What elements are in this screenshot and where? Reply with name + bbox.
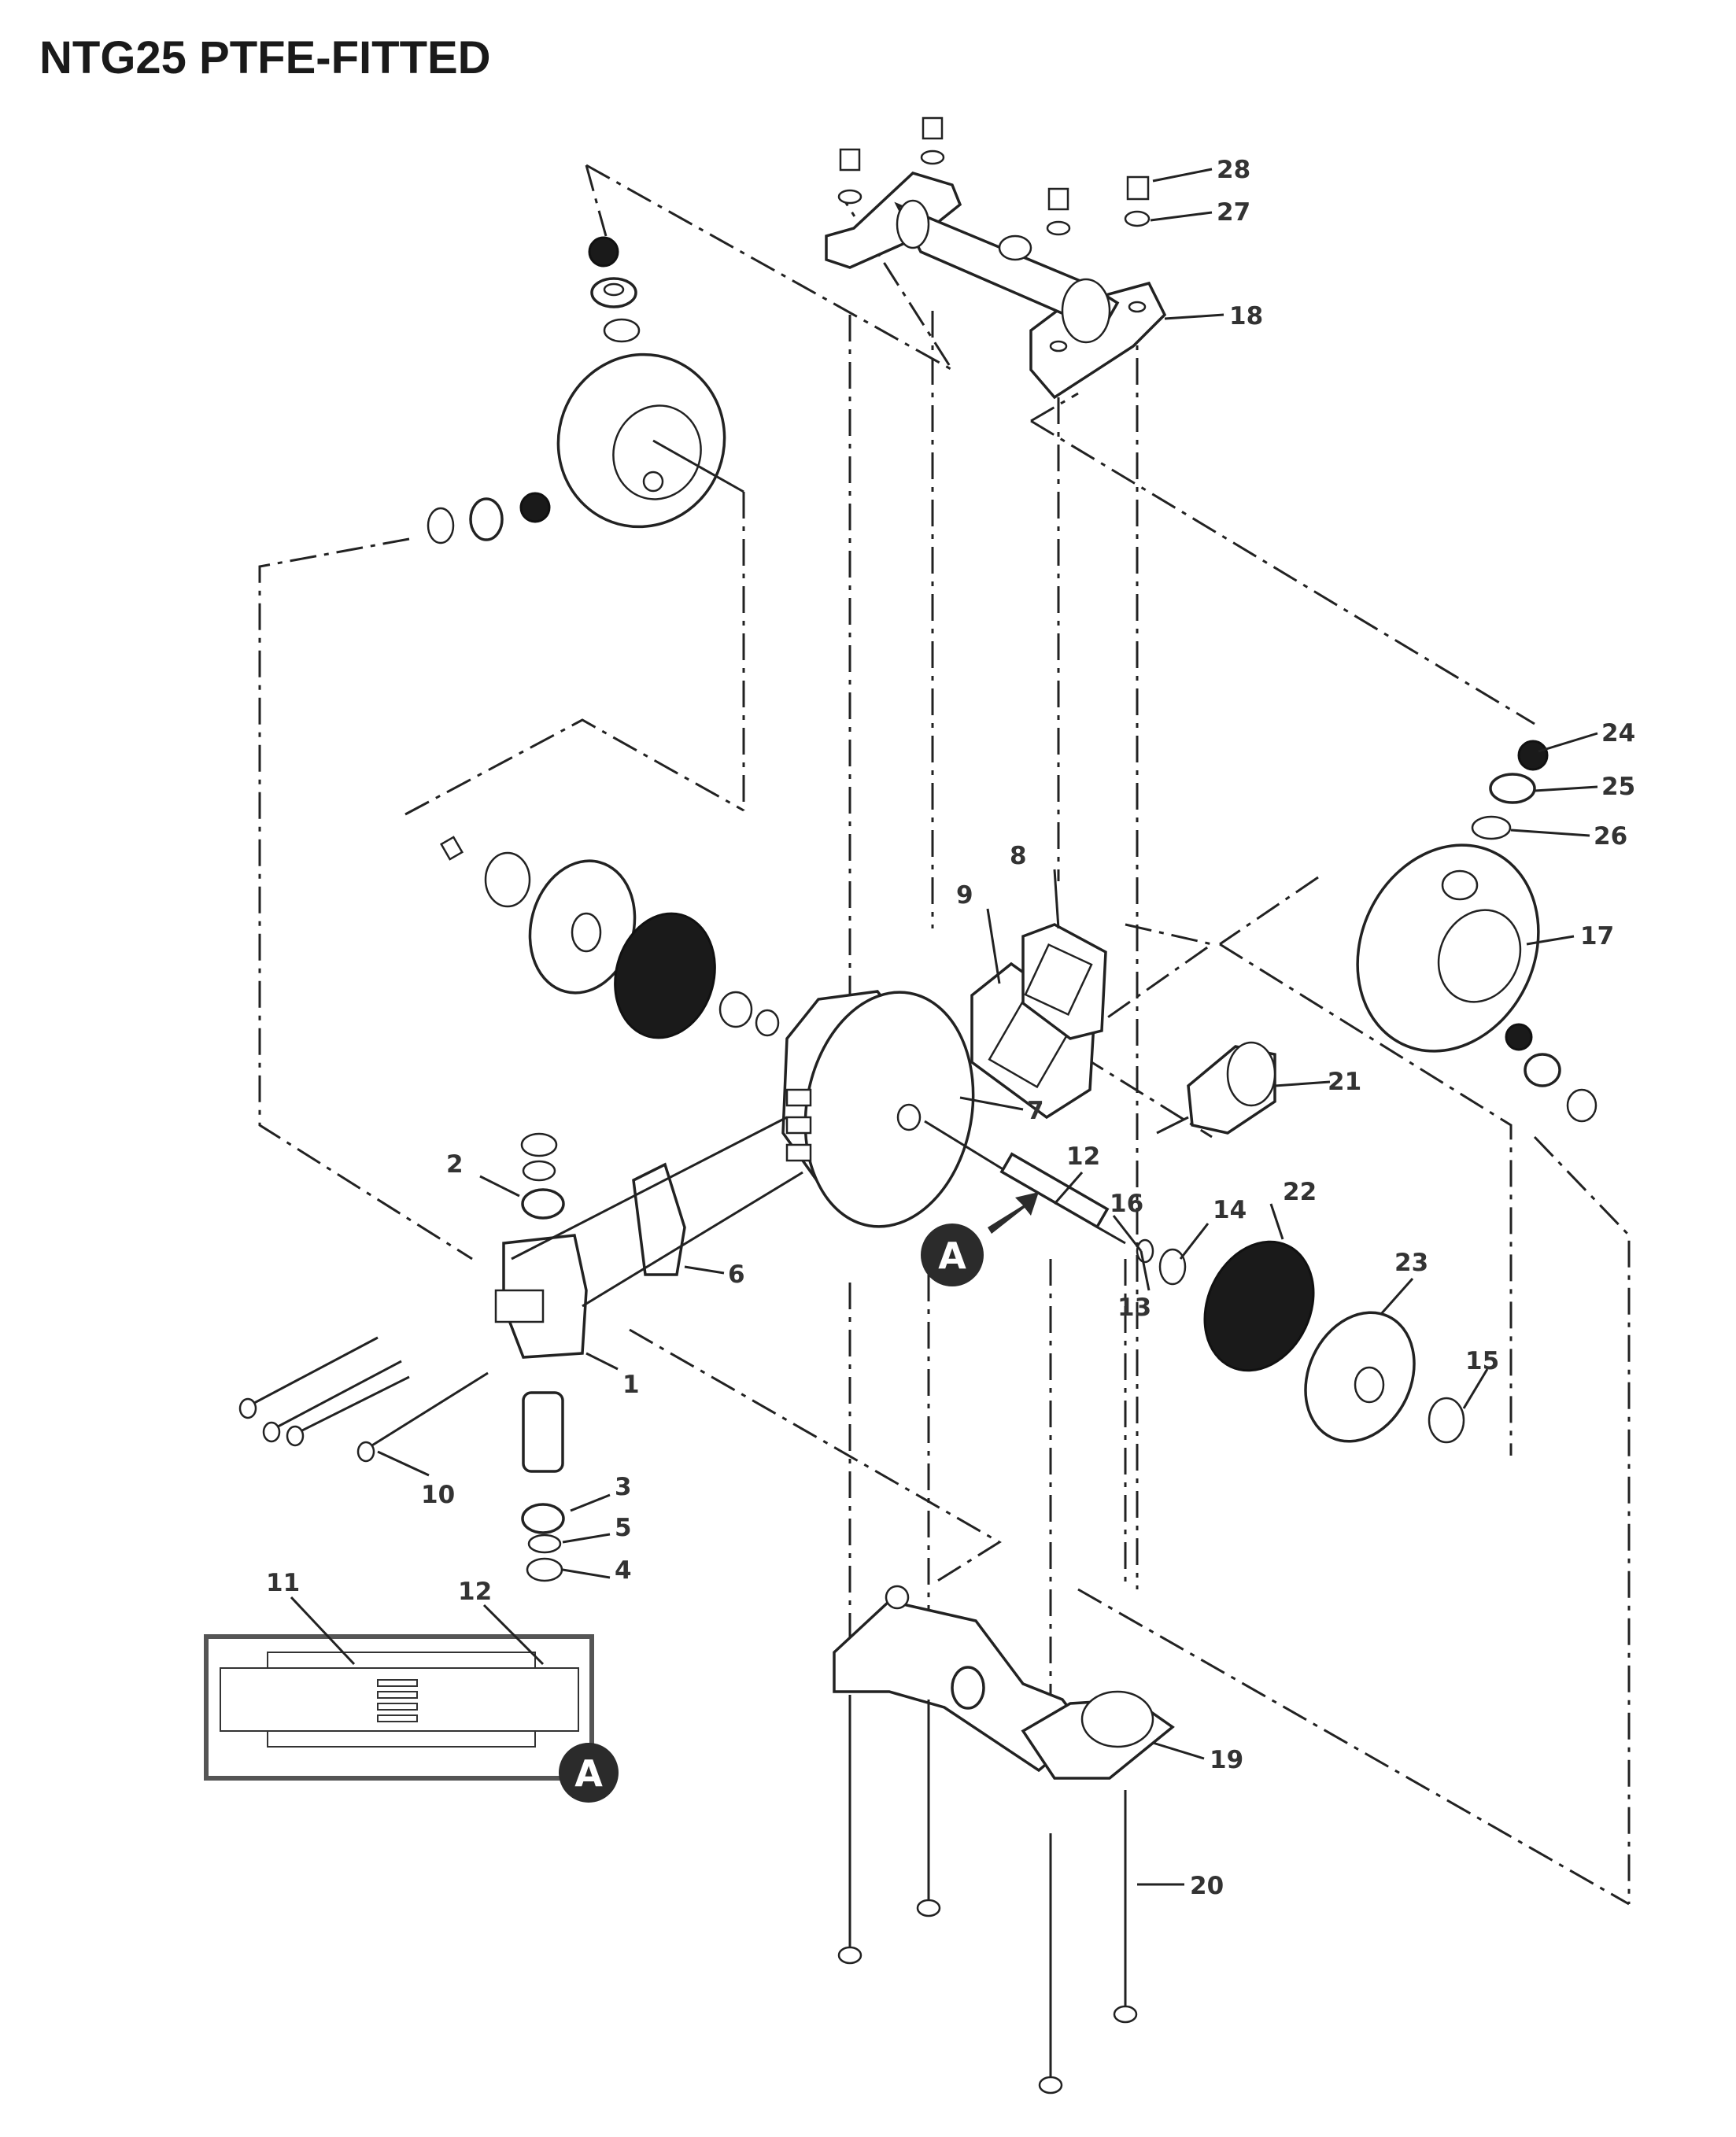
part-label: 9	[956, 881, 973, 910]
callout-a-label-main: A	[938, 1235, 966, 1277]
callout-a-markers: A A	[559, 1192, 1039, 1803]
part-label: 25	[1601, 773, 1635, 801]
bottom-manifold	[833, 1585, 1175, 2095]
part-label: 2	[446, 1150, 464, 1179]
part-label: 14	[1213, 1196, 1247, 1224]
part-label: 3	[615, 1473, 632, 1501]
part-label: 15	[1465, 1347, 1499, 1375]
part-label: 26	[1594, 822, 1627, 851]
right-diaphragm-group	[999, 1041, 1465, 1444]
part-label: 17	[1580, 922, 1614, 950]
detail-a-inset	[204, 1634, 594, 1781]
part-label: 1	[622, 1371, 640, 1399]
part-label: 7	[1027, 1097, 1044, 1125]
air-valve-assembly	[238, 1116, 803, 1582]
part-label: 12	[1066, 1142, 1100, 1171]
part-label: 13	[1117, 1294, 1151, 1322]
left-fluid-chamber	[556, 352, 744, 529]
part-label: 16	[1110, 1190, 1143, 1218]
part-label: 6	[728, 1260, 745, 1289]
part-label: 10	[421, 1481, 455, 1509]
part-label: 28	[1217, 156, 1250, 184]
left-check-valves	[427, 236, 641, 544]
part-label: 18	[1229, 302, 1263, 330]
left-diaphragm-group	[439, 836, 780, 1039]
part-label: 23	[1394, 1249, 1428, 1277]
assembly-lines	[258, 164, 1631, 1906]
part-label: 4	[615, 1556, 632, 1585]
part-label: 21	[1328, 1068, 1361, 1096]
top-manifold	[825, 172, 1167, 400]
part-label: 12	[458, 1578, 492, 1606]
right-fluid-chamber	[1356, 740, 1597, 1123]
callout-a-label-inset: A	[574, 1752, 603, 1795]
part-label: 20	[1190, 1872, 1224, 1900]
part-label: 24	[1601, 719, 1635, 747]
part-label: 8	[1010, 842, 1027, 870]
manifold-nuts-washers	[837, 116, 1151, 236]
part-label: 11	[266, 1569, 300, 1597]
page-title: NTG25 PTFE-FITTED	[39, 32, 491, 83]
part-label: 22	[1283, 1178, 1317, 1206]
leader-lines	[290, 168, 1598, 1886]
part-label: 19	[1210, 1746, 1243, 1774]
center-section	[781, 923, 1107, 1229]
part-label: 27	[1217, 198, 1250, 227]
part-labels: 1 2 3 4 5 6 7 8 9 10 11 12 12 13 14 15 1…	[266, 156, 1635, 1900]
part-label: 5	[615, 1514, 632, 1542]
